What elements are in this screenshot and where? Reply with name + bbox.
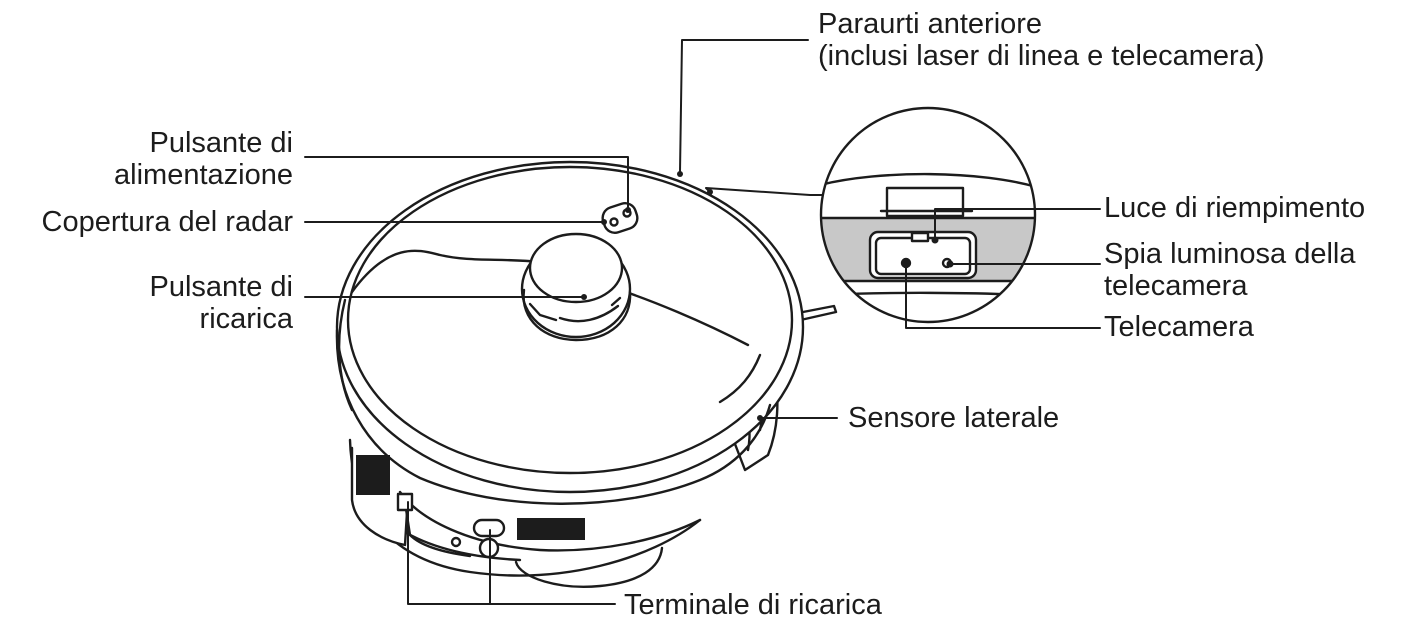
- label-radar-cover-line1: Copertura del radar: [41, 206, 293, 238]
- label-front-bumper: Paraurti anteriore (inclusi laser di lin…: [818, 8, 1264, 72]
- label-power-button: Pulsante di alimentazione: [114, 127, 293, 191]
- leader-lines: [304, 39, 1101, 605]
- label-power-button-line2: alimentazione: [114, 159, 293, 191]
- label-camera-line1: Telecamera: [1104, 311, 1254, 343]
- label-charging-terminal-line1: Terminale di ricarica: [624, 589, 882, 621]
- label-charge-button-line2: ricarica: [199, 303, 293, 335]
- label-charge-button: Pulsante di ricarica: [150, 271, 294, 335]
- camera-detail-circle: [819, 106, 1037, 324]
- label-side-sensor: Sensore laterale: [848, 402, 1059, 434]
- label-camera-indicator-line1: Spia luminosa della: [1104, 238, 1356, 270]
- label-charge-button-line1: Pulsante di: [149, 271, 294, 303]
- label-fill-light: Luce di riempimento: [1104, 192, 1365, 224]
- label-front-bumper-line2: (inclusi laser di linea e telecamera): [818, 40, 1265, 72]
- label-camera-indicator: Spia luminosa della telecamera: [1104, 238, 1355, 302]
- label-fill-light-line1: Luce di riempimento: [1104, 192, 1366, 224]
- label-front-bumper-line1: Paraurti anteriore: [818, 8, 1043, 40]
- robot-body: [335, 160, 838, 588]
- label-side-sensor-line1: Sensore laterale: [848, 402, 1060, 434]
- label-camera: Telecamera: [1104, 311, 1254, 343]
- label-charging-terminal: Terminale di ricarica: [624, 589, 882, 621]
- label-power-button-line1: Pulsante di: [149, 127, 294, 159]
- label-radar-cover: Copertura del radar: [42, 206, 293, 238]
- label-camera-indicator-line2: telecamera: [1104, 270, 1248, 302]
- leader-dots: [581, 171, 954, 421]
